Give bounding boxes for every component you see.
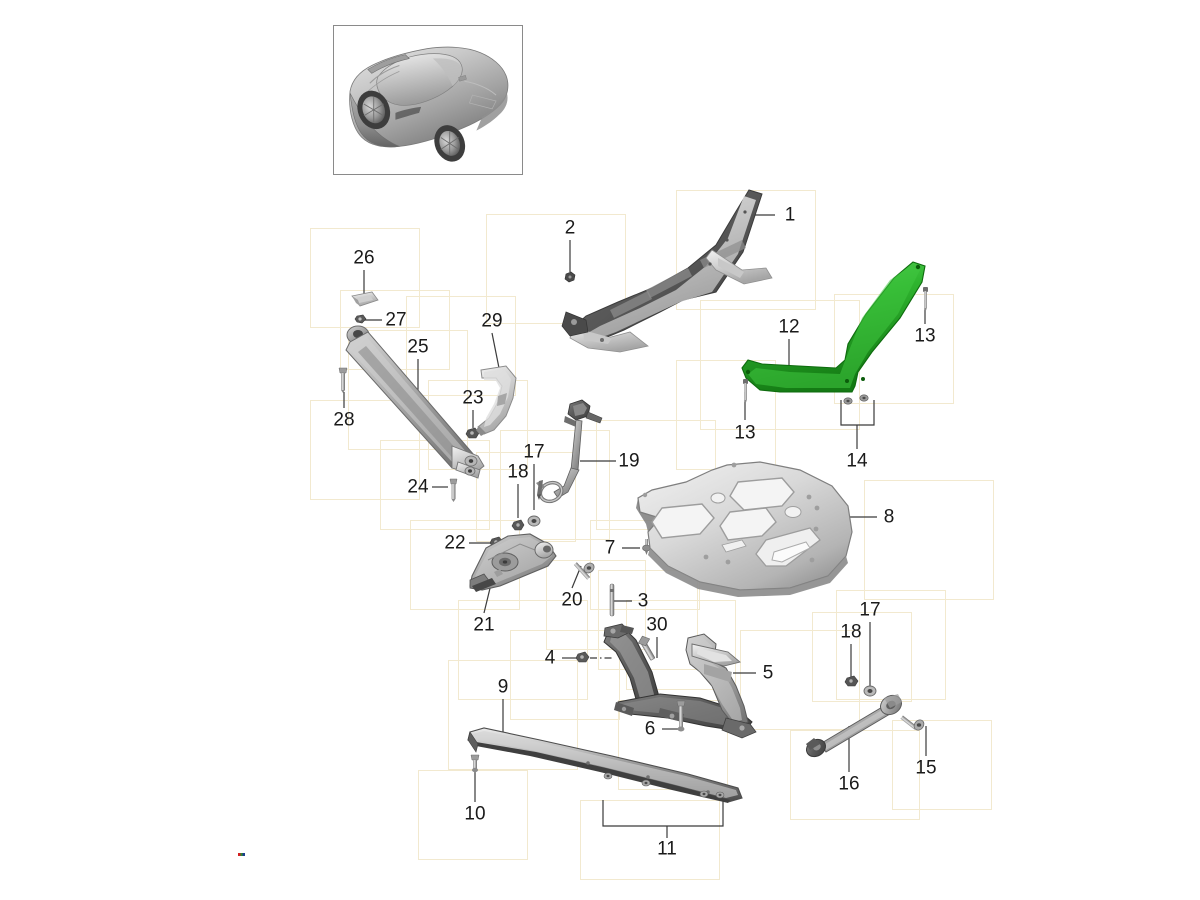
part-13b-bolt[interactable]	[923, 287, 928, 312]
hotspot-5[interactable]	[740, 630, 860, 730]
part-17a-washer[interactable]	[527, 515, 541, 527]
hotspot-29[interactable]	[406, 296, 516, 396]
part-1-rear-cross-brace[interactable]	[561, 189, 773, 353]
part-5-mount-bracket-assembly[interactable]	[603, 623, 757, 739]
part-25-trailing-link[interactable]	[345, 325, 485, 479]
hotspot-11[interactable]	[580, 800, 720, 880]
callout-number-17a[interactable]: 17	[523, 441, 545, 463]
part-23-nut[interactable]	[465, 427, 480, 439]
callout-number-4[interactable]: 4	[544, 647, 556, 669]
part-12-highlighted-strut-bar[interactable]	[741, 261, 926, 393]
part-18a-nut[interactable]	[511, 519, 525, 531]
callout-number-20[interactable]: 20	[561, 589, 583, 611]
callout-number-18b[interactable]: 18	[840, 621, 862, 643]
hotspot-9[interactable]	[448, 660, 578, 770]
hotspot-18b[interactable]	[812, 612, 912, 702]
callout-number-19[interactable]: 19	[618, 450, 640, 472]
part-27-nut[interactable]	[354, 314, 367, 324]
part-28-bolt[interactable]	[338, 367, 348, 393]
part-2-nut[interactable]	[564, 271, 576, 283]
hotspot-20[interactable]	[546, 560, 646, 650]
callout-number-26[interactable]: 26	[353, 247, 375, 269]
callout-number-2[interactable]: 2	[564, 217, 576, 239]
hotspot-8[interactable]	[864, 480, 994, 600]
part-14-fasteners[interactable]	[843, 394, 869, 405]
part-4-nut[interactable]	[575, 651, 590, 663]
callout-number-1[interactable]: 1	[784, 204, 796, 226]
callout-number-3[interactable]: 3	[637, 590, 649, 612]
part-11-fasteners[interactable]	[603, 772, 725, 799]
part-24-bolt[interactable]	[449, 478, 458, 502]
callout-number-8[interactable]: 8	[883, 506, 895, 528]
leader-lines	[343, 214, 927, 838]
part-17b-washer[interactable]	[863, 685, 877, 697]
part-18b-nut[interactable]	[844, 675, 859, 687]
hotspot-1[interactable]	[676, 190, 816, 310]
callout-number-21[interactable]: 21	[473, 614, 495, 636]
part-16-track-rod[interactable]	[803, 692, 905, 761]
sports-car-icon	[349, 46, 509, 162]
vehicle-thumbnail-frame[interactable]	[333, 25, 523, 175]
callout-number-22[interactable]: 22	[444, 532, 466, 554]
part-3-dowel-pin[interactable]	[609, 583, 615, 617]
hotspot-21[interactable]	[458, 600, 588, 700]
part-26-mounting-plate[interactable]	[351, 291, 379, 307]
hotspot-15[interactable]	[892, 720, 992, 810]
callout-number-13a[interactable]: 13	[734, 422, 756, 444]
hotspot-25[interactable]	[348, 330, 468, 450]
part-29-curved-bracket[interactable]	[476, 365, 517, 436]
callout-number-29[interactable]: 29	[481, 310, 503, 332]
part-20-bolt[interactable]	[573, 561, 596, 580]
part-13a-bolt[interactable]	[743, 379, 748, 404]
callout-number-14[interactable]: 14	[846, 450, 868, 472]
hotspot-28[interactable]	[310, 400, 420, 500]
callout-number-9[interactable]: 9	[497, 676, 509, 698]
callout-number-23[interactable]: 23	[462, 387, 484, 409]
part-8-underbody-panel[interactable]	[636, 461, 853, 597]
callout-number-30[interactable]: 30	[646, 614, 668, 636]
hotspot-17a[interactable]	[500, 430, 610, 540]
part-19-sensor-link[interactable]	[536, 399, 603, 505]
callout-number-5[interactable]: 5	[762, 662, 774, 684]
stray-color-pixel	[238, 853, 245, 856]
callout-number-25[interactable]: 25	[407, 336, 429, 358]
hotspot-2[interactable]	[486, 214, 626, 324]
callout-number-18a[interactable]: 18	[507, 461, 529, 483]
callout-number-28[interactable]: 28	[333, 409, 355, 431]
callout-number-27[interactable]: 27	[385, 309, 407, 331]
part-15-bolt[interactable]	[900, 715, 925, 732]
callout-number-6[interactable]: 6	[644, 718, 656, 740]
callout-number-11[interactable]: 11	[657, 838, 677, 860]
part-10-bolt[interactable]	[470, 754, 480, 773]
callout-number-7[interactable]: 7	[604, 537, 616, 559]
hotspot-4[interactable]	[510, 630, 620, 720]
part-7-bolt[interactable]	[642, 539, 651, 555]
callout-number-13b[interactable]: 13	[914, 325, 936, 347]
part-30-bolt[interactable]	[636, 634, 655, 661]
part-21-lower-control-arm[interactable]	[469, 533, 557, 592]
callout-number-16[interactable]: 16	[838, 773, 860, 795]
callout-number-17b[interactable]: 17	[859, 599, 881, 621]
callout-number-24[interactable]: 24	[407, 476, 429, 498]
callout-number-15[interactable]: 15	[915, 757, 937, 779]
callout-number-12[interactable]: 12	[778, 316, 800, 338]
part-9-rear-rail[interactable]	[467, 727, 743, 803]
part-6-bolt[interactable]	[676, 700, 686, 732]
callout-number-10[interactable]: 10	[464, 803, 486, 825]
